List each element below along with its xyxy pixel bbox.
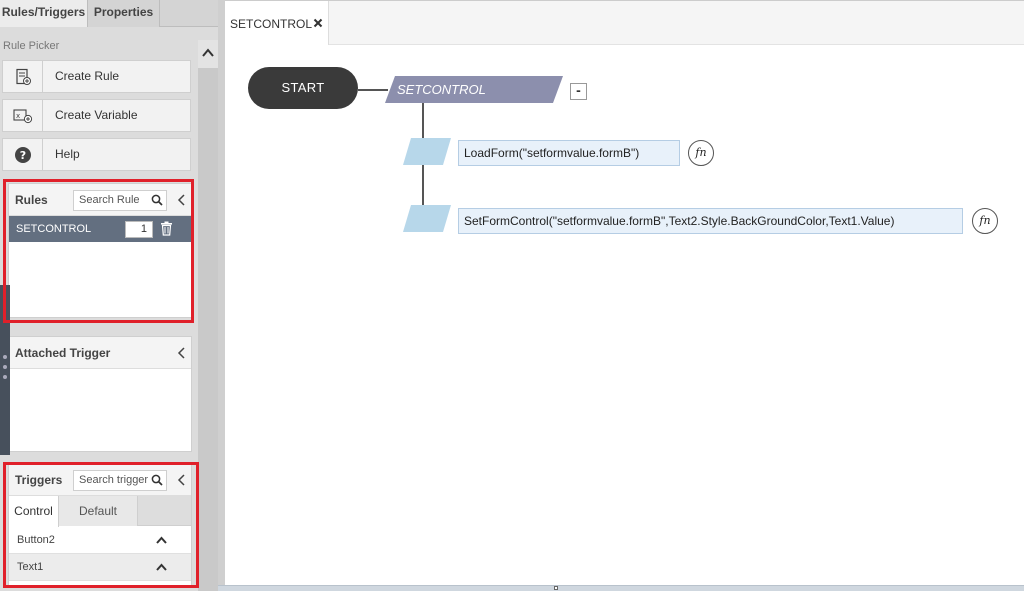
search-icon[interactable] [151, 194, 163, 206]
flow-connector [358, 89, 388, 91]
left-panel: Rules/Triggers Properties Rule Picker Cr… [0, 0, 218, 591]
panel-divider[interactable] [218, 0, 225, 591]
svg-text:x: x [16, 112, 20, 120]
trash-icon[interactable] [160, 221, 173, 236]
action-loadform[interactable]: LoadForm("setformvalue.formB") [458, 140, 680, 166]
rule-editor-canvas: SETCONTROL START SETCONTROL - LoadForm("… [225, 0, 1024, 585]
rule-name: SETCONTROL [16, 223, 92, 235]
chevron-left-icon[interactable] [177, 194, 187, 206]
editor-tab-bar: SETCONTROL [225, 1, 1024, 45]
create-variable-icon: x [3, 100, 43, 131]
rule-item-setcontrol[interactable]: SETCONTROL 1 [9, 216, 191, 242]
panel-tabs: Rules/Triggers Properties [0, 0, 218, 27]
triggers-search-input[interactable]: Search trigger [73, 470, 167, 491]
triggers-title: Triggers [15, 473, 63, 487]
triggers-panel-header: Triggers Search trigger [9, 464, 191, 496]
rules-search-placeholder: Search Rule [79, 194, 140, 206]
chevron-left-icon[interactable] [177, 347, 187, 359]
left-scrollbar[interactable] [198, 40, 218, 591]
bottom-resize-bar[interactable] [218, 585, 1024, 591]
editor-tab-setcontrol[interactable]: SETCONTROL [225, 1, 329, 45]
close-icon[interactable] [313, 18, 323, 28]
handle-dot [3, 355, 7, 359]
create-variable-label: Create Variable [55, 108, 138, 122]
rule-node-label: SETCONTROL [397, 82, 486, 97]
action-setformcontrol[interactable]: SetFormControl("setformvalue.formB",Text… [458, 208, 963, 234]
editor-tab-label: SETCONTROL [230, 17, 313, 31]
trigger-name: Button2 [17, 534, 55, 546]
handle-dot [3, 365, 7, 369]
create-rule-button[interactable]: Create Rule [2, 60, 191, 93]
svg-text:?: ? [19, 149, 25, 162]
chevron-up-icon[interactable] [156, 536, 167, 544]
trigger-name: Text1 [17, 561, 44, 573]
action-node-marker[interactable] [403, 138, 451, 165]
rule-node-setcontrol[interactable]: SETCONTROL [385, 76, 563, 103]
function-button[interactable]: fn [688, 140, 714, 166]
scroll-up-area[interactable] [198, 40, 218, 68]
tab-properties[interactable]: Properties [88, 0, 160, 27]
action-node-marker[interactable] [403, 205, 451, 232]
trigger-tabs: Control Default [9, 496, 191, 527]
rules-panel-header: Rules Search Rule [9, 184, 191, 216]
tab-control[interactable]: Control [9, 496, 59, 527]
rules-panel: Rules Search Rule SETCONTROL 1 [8, 183, 192, 318]
help-button[interactable]: ? Help [2, 138, 191, 171]
rules-search-input[interactable]: Search Rule [73, 190, 167, 211]
chevron-up-icon[interactable] [156, 563, 167, 571]
chevron-left-icon[interactable] [177, 474, 187, 486]
tab-default[interactable]: Default [59, 496, 138, 526]
rule-picker-title: Rule Picker [3, 40, 60, 52]
collapse-button[interactable]: - [570, 83, 587, 100]
attached-trigger-panel: Attached Trigger [8, 336, 192, 452]
start-node[interactable]: START [248, 67, 358, 109]
rules-title: Rules [15, 193, 48, 207]
create-rule-icon [3, 61, 43, 92]
help-label: Help [55, 147, 80, 161]
sidebar-collapse-handle[interactable] [0, 285, 10, 455]
trigger-item-text1[interactable]: Text1 [9, 554, 191, 581]
chevron-up-icon[interactable] [201, 46, 215, 60]
attached-trigger-header: Attached Trigger [9, 337, 191, 369]
tab-rules-triggers[interactable]: Rules/Triggers [0, 0, 88, 27]
help-icon: ? [3, 139, 43, 170]
create-variable-button[interactable]: x Create Variable [2, 99, 191, 132]
rule-count-input[interactable]: 1 [125, 221, 153, 238]
create-rule-label: Create Rule [55, 69, 120, 83]
attached-trigger-title: Attached Trigger [15, 346, 111, 360]
trigger-item-button2[interactable]: Button2 [9, 527, 191, 554]
rule-node-shape [385, 76, 563, 103]
resize-handle[interactable] [554, 586, 558, 590]
triggers-panel: Triggers Search trigger Control Default … [8, 463, 192, 586]
function-button[interactable]: fn [972, 208, 998, 234]
handle-dot [3, 375, 7, 379]
triggers-search-placeholder: Search trigger [79, 474, 149, 486]
search-icon[interactable] [151, 474, 163, 486]
